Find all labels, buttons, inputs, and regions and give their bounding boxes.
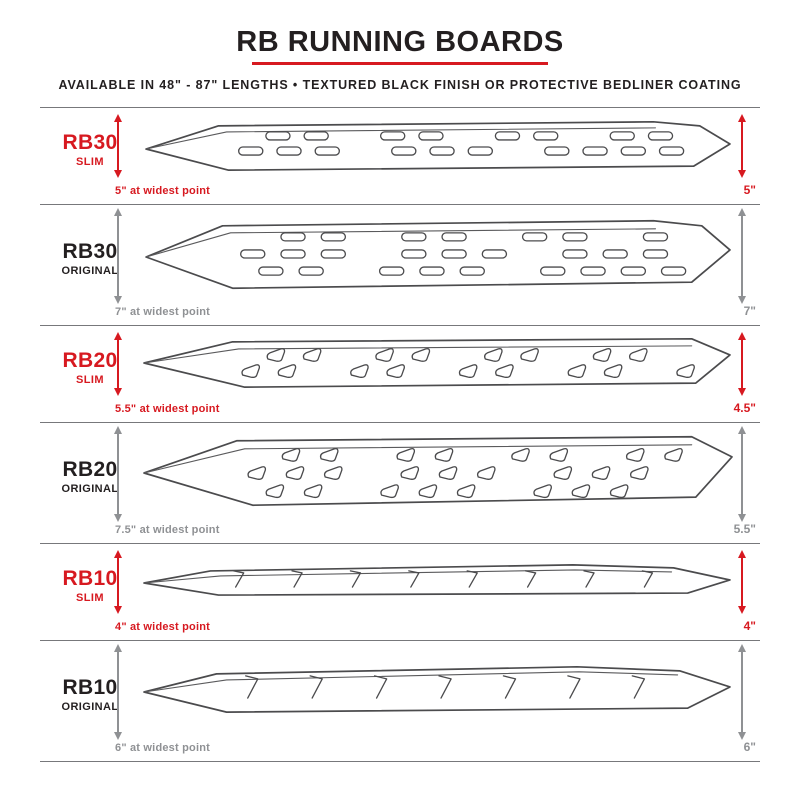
page-title: RB RUNNING BOARDS [236,26,564,58]
height-measure-arrow-icon [738,550,746,614]
width-measurement: 5" at widest point [115,185,210,197]
height-measure-arrow-icon [738,208,746,304]
title-underline [252,62,548,65]
height-measure-arrow-icon [738,332,746,396]
width-measurement: 4" at widest point [115,621,210,633]
width-measure-arrow-icon [114,644,122,740]
width-measurement: 5.5" at widest point [115,403,220,415]
model-variant: ORIGINAL [61,264,119,277]
rb20-slim-board-drawing [140,332,736,398]
width-measure-arrow-icon [114,426,122,522]
width-measurement: 7.5" at widest point [115,524,220,536]
model-label: RB30 ORIGINAL [44,205,136,311]
model-label: RB10 SLIM [44,544,136,626]
height-measure-arrow-icon [738,114,746,178]
height-measurement: 4.5" [733,401,756,415]
model-label: RB20 ORIGINAL [44,423,136,529]
model-variant: SLIM [76,591,104,604]
height-measurement: 6" [743,740,756,754]
rb20-original-board-drawing [140,429,736,519]
width-measurement: 6" at widest point [115,742,210,754]
product-row-rb20-slim: RB20 SLIM 5.5" at widest point 4.5" [40,325,760,422]
model-name: RB10 [62,566,118,590]
page-header: RB RUNNING BOARDS AVAILABLE IN 48" - 87"… [0,0,800,92]
product-row-rb10-slim: RB10 SLIM 4" at widest point 4" [40,543,760,640]
product-rows: RB30 SLIM 5" at widest point 5" RB30 ORI… [40,107,760,762]
model-label: RB30 SLIM [44,108,136,190]
height-measure-arrow-icon [738,644,746,740]
model-variant: SLIM [76,373,104,386]
width-measure-arrow-icon [114,208,122,304]
model-name: RB20 [62,457,118,481]
width-measurement: 7" at widest point [115,306,210,318]
product-row-rb30-original: RB30 ORIGINAL 7" at widest point 7" [40,204,760,325]
model-variant: ORIGINAL [61,482,119,495]
width-measure-arrow-icon [114,114,122,178]
rb10-original-board-drawing [140,647,736,737]
model-name: RB30 [62,130,118,154]
model-label: RB20 SLIM [44,326,136,408]
rb10-slim-board-drawing [140,550,736,616]
product-row-rb20-original: RB20 ORIGINAL 7.5" at widest point 5.5" [40,422,760,543]
product-row-rb30-slim: RB30 SLIM 5" at widest point 5" [40,107,760,204]
rb30-slim-board-drawing [140,114,736,180]
height-measurement: 7" [743,304,756,318]
model-name: RB30 [62,239,118,263]
product-row-rb10-original: RB10 ORIGINAL 6" at widest point 6" [40,640,760,761]
height-measurement: 5" [743,183,756,197]
rb30-original-board-drawing [140,211,736,301]
model-label: RB10 ORIGINAL [44,641,136,747]
model-variant: ORIGINAL [61,700,119,713]
model-name: RB10 [62,675,118,699]
width-measure-arrow-icon [114,332,122,396]
model-variant: SLIM [76,155,104,168]
height-measurement: 4" [743,619,756,633]
page-subtitle: AVAILABLE IN 48" - 87" LENGTHS • TEXTURE… [58,78,742,92]
width-measure-arrow-icon [114,550,122,614]
model-name: RB20 [62,348,118,372]
height-measure-arrow-icon [738,426,746,522]
height-measurement: 5.5" [733,522,756,536]
